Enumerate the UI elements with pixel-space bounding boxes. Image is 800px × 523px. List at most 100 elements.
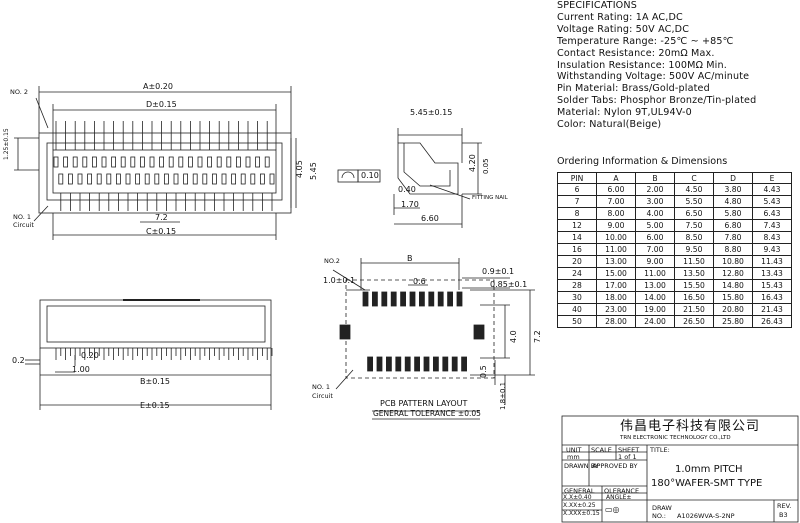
top-contact — [197, 156, 203, 168]
ordering-header-cell: A — [596, 172, 636, 184]
table-cell: 5.43 — [752, 195, 792, 208]
table-cell: 7.43 — [752, 219, 792, 232]
top-contact — [221, 173, 227, 185]
top-contact — [187, 156, 193, 168]
pcb-no2-label: NO.2 — [324, 257, 340, 265]
table-cell: 3.80 — [713, 183, 753, 196]
pcb-pad — [409, 291, 416, 307]
table-cell: 14.00 — [635, 291, 675, 304]
dim-d-label: D±0.15 — [146, 100, 177, 109]
pcb-pad — [400, 291, 407, 307]
dim-405-label: 4.05 — [295, 160, 304, 178]
spec-line: Color: Natural(Beige) — [557, 119, 662, 131]
table-cell: 9.50 — [674, 243, 714, 256]
pcb-tolerance-label: GENERAL TOLERANCE ±0.05 — [373, 409, 481, 418]
table-cell: 23.00 — [596, 303, 636, 316]
front-view — [25, 299, 273, 410]
projection-icon: ▭◎ — [605, 505, 620, 514]
top-no2-label: NO. 2 — [10, 88, 28, 96]
top-contact — [178, 156, 184, 168]
table-cell: 7.80 — [713, 231, 753, 244]
top-contact — [163, 173, 169, 185]
product-line-1: 1.0mm PITCH — [675, 464, 743, 475]
general-label: GENERAL — [564, 487, 595, 495]
pcb-circuit-label: Circuit — [312, 392, 333, 400]
table-cell: 4.80 — [713, 195, 753, 208]
table-cell: 28.00 — [596, 315, 636, 328]
pcb-pad — [371, 291, 378, 307]
table-cell: 11.50 — [674, 255, 714, 268]
pcb-pad — [423, 356, 430, 372]
top-contact — [53, 156, 59, 168]
no1-leader — [33, 205, 49, 222]
pcb-pad — [432, 356, 439, 372]
tolerance-label: OLERANCE — [604, 487, 640, 495]
pcb-pad — [418, 291, 425, 307]
draw-label: DRAW — [652, 504, 672, 512]
pcb-pad — [395, 356, 402, 372]
table-cell: 7.50 — [674, 219, 714, 232]
top-contact — [149, 156, 155, 168]
table-cell: 20 — [557, 255, 597, 268]
top-contact — [259, 173, 265, 185]
top-view-inner — [46, 142, 283, 201]
table-cell: 16.43 — [752, 291, 792, 304]
dim-660-label: 6.60 — [421, 214, 439, 223]
pcb-pads — [362, 291, 468, 372]
table-cell: 18.00 — [596, 291, 636, 304]
table-cell: 9.43 — [752, 243, 792, 256]
pcb-layout — [332, 258, 535, 420]
table-cell: 6.80 — [713, 219, 753, 232]
dim-e-label: E±0.15 — [140, 401, 170, 410]
table-cell: 4.50 — [674, 183, 714, 196]
spec-line: Withstanding Voltage: 500V AC/minute — [557, 71, 750, 83]
top-contact — [92, 156, 97, 168]
top-contact — [250, 173, 256, 185]
table-cell: 28 — [557, 279, 597, 292]
no2-pcb-leader — [332, 269, 366, 291]
pcb-dim-10-label: 1.0±0.1 — [323, 276, 356, 285]
ordering-header-cell: C — [674, 172, 714, 184]
table-cell: 15.43 — [752, 279, 792, 292]
table-cell: 5.50 — [674, 195, 714, 208]
table-cell: 4.43 — [752, 183, 792, 196]
pcb-pad — [390, 291, 397, 307]
tol-line-2: X.XX±0.25 — [563, 502, 596, 509]
table-cell: 11.00 — [635, 267, 675, 280]
pcb-pad — [456, 291, 463, 307]
dim-a-label: A±0.20 — [143, 82, 173, 91]
top-contact — [207, 156, 213, 168]
top-contact — [58, 173, 64, 185]
pcb-dim-72-label: 7.2 — [533, 330, 542, 343]
fitting-pad-left — [339, 324, 351, 340]
table-cell: 11.00 — [596, 243, 636, 256]
top-contact — [125, 173, 131, 185]
dim-040-label: 0.40 — [398, 185, 416, 194]
top-contact — [154, 173, 160, 185]
drawing-number: A1026WVA-S-2NP — [677, 512, 735, 520]
table-cell: 40 — [557, 303, 597, 316]
company-cn: 伟昌电子科技有限公司 — [620, 419, 761, 434]
table-cell: 5.00 — [635, 219, 675, 232]
pcb-pad — [428, 291, 435, 307]
table-cell: 8.00 — [596, 207, 636, 220]
table-cell: 13.00 — [596, 255, 636, 268]
spec-line: Pin Material: Brass/Gold-plated — [557, 83, 710, 95]
ordering-header-cell: D — [713, 172, 753, 184]
table-cell: 8 — [557, 207, 597, 220]
top-contact — [68, 173, 73, 185]
top-contact — [116, 173, 121, 185]
top-circuit-label: Circuit — [13, 221, 34, 229]
ordering-title: Ordering Information & Dimensions — [557, 156, 728, 167]
table-cell: 3.00 — [635, 195, 675, 208]
rev-label: REV. — [777, 502, 792, 510]
top-view — [14, 86, 297, 240]
table-cell: 9.00 — [596, 219, 636, 232]
spec-line: Solder Tabs: Phosphor Bronze/Tin-plated — [557, 95, 757, 107]
